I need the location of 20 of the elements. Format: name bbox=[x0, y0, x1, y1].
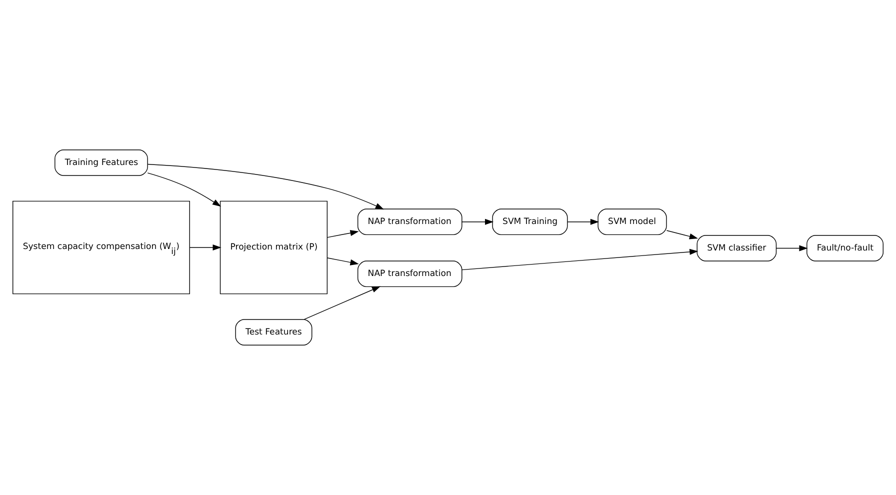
arrow bbox=[666, 230, 698, 240]
node-box: Fault/no-fault bbox=[806, 235, 884, 262]
arrow bbox=[462, 248, 698, 270]
node-box: NAP transformation bbox=[357, 260, 462, 288]
arrow bbox=[462, 218, 494, 225]
arrow bbox=[776, 245, 808, 252]
node-box: SVM classifier bbox=[696, 235, 777, 262]
arrow bbox=[326, 258, 359, 266]
node-box: SVM model bbox=[598, 208, 667, 236]
node-box: Test Features bbox=[235, 319, 312, 346]
node-box: Training Features bbox=[54, 150, 148, 176]
arrow bbox=[147, 172, 222, 207]
node-box: SVM Training bbox=[492, 208, 568, 236]
node-box: Projection matrix (P) bbox=[220, 200, 328, 294]
node-box: NAP transformation bbox=[357, 208, 462, 236]
arrow bbox=[304, 286, 381, 320]
arrow bbox=[326, 230, 359, 238]
arrow bbox=[567, 218, 599, 225]
arrow bbox=[147, 164, 384, 210]
arrow bbox=[189, 244, 222, 250]
